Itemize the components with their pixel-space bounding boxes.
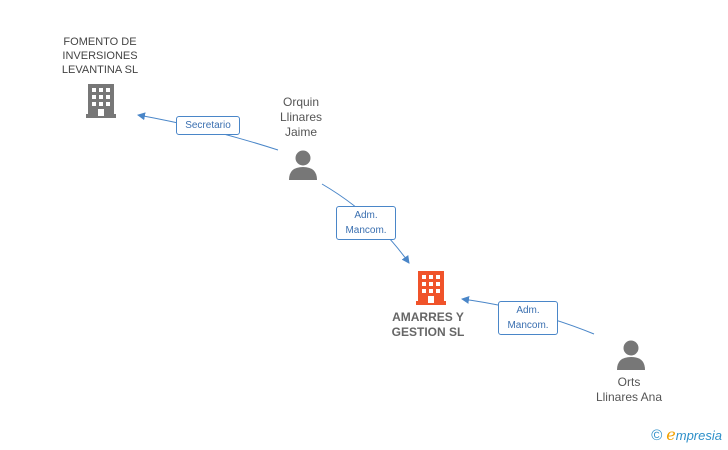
copyright-symbol: © <box>651 427 663 444</box>
edge-label-secretario: Secretario <box>176 116 240 135</box>
edge-label-orquin-amarres: Adm. Mancom. <box>336 206 396 240</box>
copyright-brand: ©empresia <box>651 425 722 444</box>
person-icon[interactable] <box>289 150 317 181</box>
brand-logo-e: e <box>666 425 676 444</box>
node-amarres-label[interactable]: AMARRES Y GESTION SL <box>391 310 465 339</box>
brand-name: mpresia <box>675 428 722 443</box>
building-icon[interactable] <box>416 271 446 305</box>
node-orts-label[interactable]: Orts Llinares Ana <box>595 375 663 404</box>
node-fomento-label[interactable]: FOMENTO DE INVERSIONES LEVANTINA SL <box>61 36 139 76</box>
edge-label-orts-amarres: Adm. Mancom. <box>498 301 558 335</box>
node-orquin-label[interactable]: Orquin Llinares Jaime <box>279 95 323 139</box>
person-icon[interactable] <box>617 340 645 371</box>
building-icon[interactable] <box>86 84 116 118</box>
